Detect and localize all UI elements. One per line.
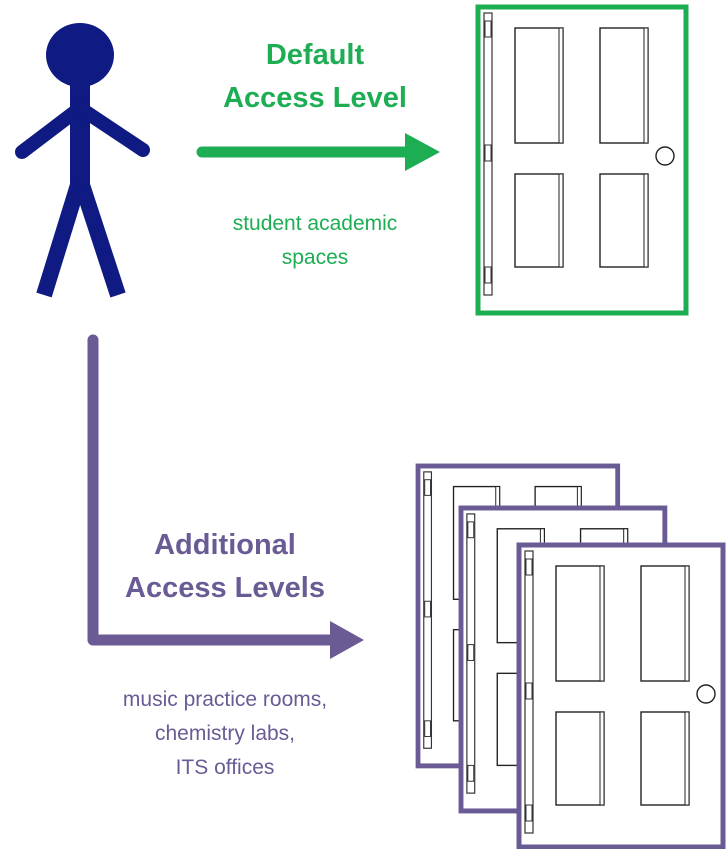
additional-access-description: music practice rooms, chemistry labs, IT… bbox=[75, 683, 375, 785]
additional-access-title: Additional Access Levels bbox=[100, 524, 350, 610]
default-access-description: student academic spaces bbox=[190, 207, 440, 275]
person-icon bbox=[15, 23, 150, 298]
default-access-title-line1: Default bbox=[265, 39, 365, 71]
additional-access-title-line2: Access Levels bbox=[125, 572, 325, 604]
default-door-icon bbox=[475, 4, 689, 316]
additional-access-arrow bbox=[87, 334, 364, 659]
additional-access-title-line1: Additional bbox=[154, 529, 296, 561]
default-access-desc-line1: student academic bbox=[232, 212, 398, 235]
default-access-title-line2: Access Level bbox=[223, 82, 407, 114]
default-access-arrow bbox=[196, 133, 440, 171]
additional-access-desc-line2: chemistry labs, bbox=[154, 722, 296, 745]
additional-door-icon-3 bbox=[516, 542, 726, 849]
additional-access-desc-line1: music practice rooms, bbox=[122, 688, 328, 711]
default-access-desc-line2: spaces bbox=[281, 246, 349, 269]
default-access-title: Default Access Level bbox=[190, 34, 440, 120]
additional-access-desc-line3: ITS offices bbox=[175, 756, 275, 779]
